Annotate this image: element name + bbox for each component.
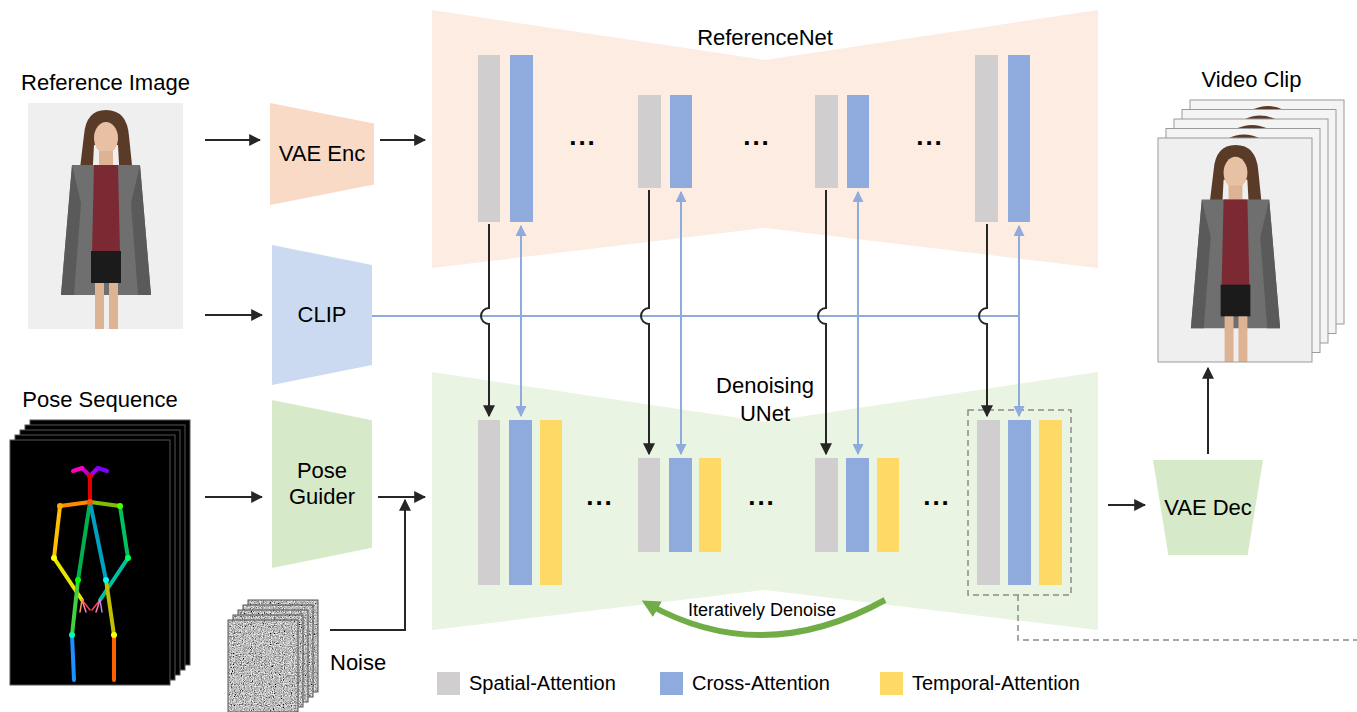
trapezoid — [270, 103, 374, 205]
encoder-block: CLIP — [272, 245, 372, 385]
label-wrap: Iteratively Denoise — [688, 601, 836, 621]
image-heading: Noise — [330, 650, 386, 675]
node-label: VAE Dec — [1164, 495, 1252, 521]
legend-swatch — [660, 672, 683, 695]
label-wrap: ... — [743, 122, 771, 151]
flow-arrow — [1207, 368, 1209, 454]
loop-arrow — [648, 600, 885, 635]
legend-wrap: Temporal-Attention — [912, 671, 1080, 695]
image-heading: Pose Sequence — [22, 387, 177, 412]
pose-skeleton — [51, 468, 131, 680]
condition-line — [372, 192, 858, 316]
condition-line — [372, 316, 521, 416]
flow-arrow — [481, 224, 489, 416]
label-wrap: ... — [923, 482, 951, 511]
decoder-block: VAE Dec — [1153, 460, 1263, 555]
ellipsis: ... — [586, 482, 614, 511]
flow-arrow — [378, 496, 425, 498]
legend-wrap: Spatial-Attention — [469, 671, 616, 695]
condition-line — [372, 226, 521, 316]
flow-arrow — [979, 224, 987, 416]
condition-line — [372, 226, 1019, 316]
heading-wrap: Reference Image — [21, 70, 190, 95]
legend-text: Spatial-Attention — [469, 671, 616, 695]
noise-border — [228, 620, 298, 712]
loop-label: Iteratively Denoise — [688, 601, 836, 621]
reference-image: Reference Image — [28, 103, 183, 329]
condition-line — [372, 316, 681, 454]
label-wrap: ... — [569, 122, 597, 151]
legend-swatch — [880, 672, 903, 695]
condition-line — [372, 192, 681, 316]
pose-sequence: Pose Sequence — [10, 420, 190, 685]
label-wrap: ... — [916, 122, 944, 151]
title-wrap: Denoising UNet — [700, 372, 830, 427]
frame-border — [1158, 138, 1312, 362]
node-label: Pose Guider — [278, 458, 366, 510]
legend-text: Cross-Attention — [692, 671, 830, 695]
heading-wrap: Noise — [330, 650, 386, 675]
heading-wrap: Pose Sequence — [22, 387, 177, 412]
ellipsis: ... — [748, 482, 776, 511]
flow-arrow — [641, 190, 649, 454]
node-label: VAE Enc — [279, 141, 365, 167]
ellipsis: ... — [923, 482, 951, 511]
node-shape — [28, 103, 183, 329]
node-label: CLIP — [298, 302, 347, 328]
ellipsis: ... — [743, 122, 771, 151]
bowtie-shape — [432, 372, 1098, 630]
legend-text: Temporal-Attention — [912, 671, 1080, 695]
referencenet-blocks — [478, 55, 1030, 222]
flow-arrow — [818, 190, 826, 454]
video-frame-image — [1158, 138, 1312, 362]
dashed-highlight — [968, 410, 1071, 595]
ellipsis: ... — [916, 122, 944, 151]
node-shape — [10, 420, 190, 685]
trapezoid — [272, 400, 372, 568]
label-wrap: ... — [586, 482, 614, 511]
reference-photo — [28, 103, 183, 329]
noise-stack: Noise — [228, 600, 322, 712]
node-shape — [1158, 100, 1345, 362]
legend-swatch — [437, 672, 460, 695]
trapezoid — [272, 245, 372, 385]
image-heading: Reference Image — [21, 70, 190, 95]
label-wrap: ... — [748, 482, 776, 511]
bowtie-shape — [432, 10, 1098, 268]
dashed-leader — [1018, 595, 1357, 640]
flow-arrow — [380, 139, 425, 141]
node-shape — [228, 600, 322, 712]
condition-line — [372, 316, 858, 454]
trapezoid — [1153, 460, 1263, 555]
ellipsis: ... — [569, 122, 597, 151]
flow-arrow — [205, 496, 262, 498]
encoder-block: VAE Enc — [270, 103, 374, 205]
video-clip: Video Clip — [1158, 100, 1345, 362]
condition-line — [372, 316, 1019, 416]
pose-frame — [10, 440, 170, 685]
network-title: ReferenceNet — [697, 24, 833, 52]
legend-wrap: Cross-Attention — [692, 671, 830, 695]
flow-arrow — [205, 314, 262, 316]
flow-arrow — [330, 500, 405, 630]
title-wrap: ReferenceNet — [697, 24, 833, 52]
network-title: Denoising UNet — [700, 372, 830, 427]
flow-arrow — [1108, 504, 1145, 506]
encoder-block: Pose Guider — [272, 400, 372, 568]
heading-wrap: Video Clip — [1202, 67, 1302, 92]
flow-arrow — [205, 139, 260, 141]
noise-frame — [228, 620, 298, 712]
image-heading: Video Clip — [1202, 67, 1302, 92]
unet-blocks — [478, 420, 1062, 585]
